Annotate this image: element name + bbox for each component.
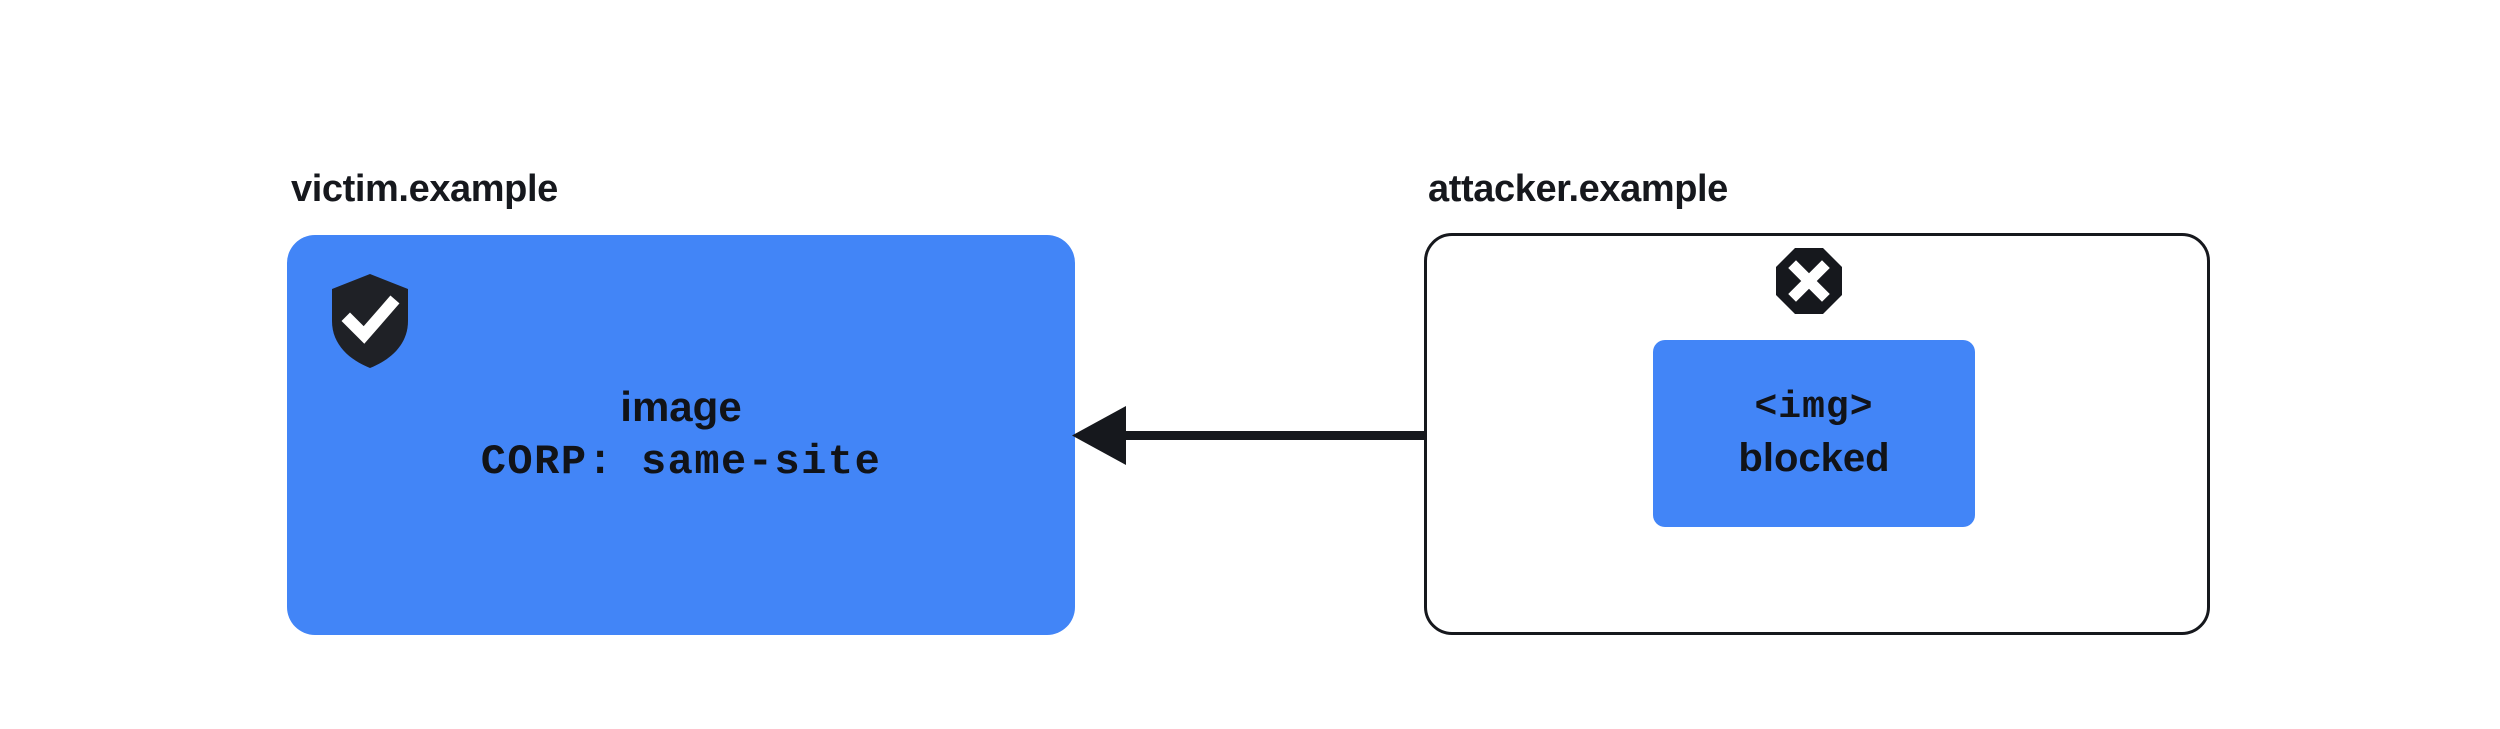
attacker-origin-label: attacker.example [1428,168,1728,210]
victim-resource-card: image CORP: same-site [287,235,1075,635]
victim-resource-corp-header: CORP: same-site [480,438,882,486]
octagon-x-icon [1775,247,1843,315]
attacker-img-status: blocked [1738,436,1890,481]
victim-origin-label: victim.example [291,168,558,210]
attacker-img-tag: <img> [1754,385,1874,429]
victim-resource-text: image CORP: same-site [287,235,1075,635]
attacker-img-element: <img> blocked [1653,340,1975,527]
victim-resource-name: image [620,383,742,431]
shield-check-icon [330,273,410,369]
